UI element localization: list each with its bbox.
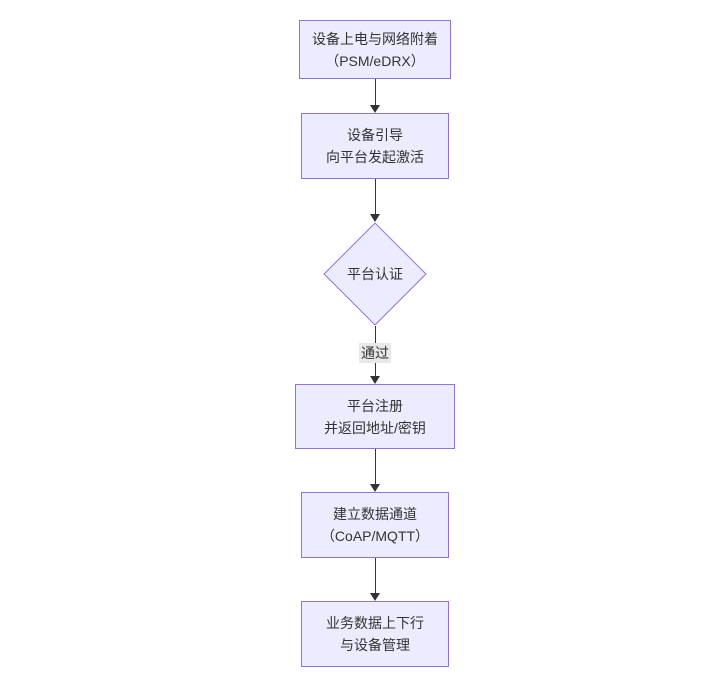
node-text-line: （PSM/eDRX）	[325, 52, 425, 69]
node-text-line: 与设备管理	[340, 637, 410, 653]
arrowhead-down-icon	[370, 484, 380, 492]
arrow-bootstrap-to-auth	[370, 179, 380, 222]
node-text-line: 设备上电与网络附着	[312, 30, 438, 47]
arrow-shaft	[374, 449, 376, 486]
node-device-bootstrap-activate: 设备引导 向平台发起激活	[301, 113, 449, 179]
node-text-line: 向平台发起激活	[326, 149, 424, 165]
node-platform-register: 平台注册 并返回地址/密钥	[295, 384, 455, 449]
arrow-register-to-channel	[370, 449, 380, 492]
edge-label-pass: 通过	[359, 343, 391, 363]
node-text-line: （CoAP/MQTT）	[320, 528, 430, 544]
arrow-power-to-bootstrap	[370, 79, 380, 113]
node-business-data-device-mgmt: 业务数据上下行 与设备管理	[301, 601, 449, 667]
node-text-line: 建立数据通道	[333, 506, 417, 522]
node-text-line: 设备引导	[347, 127, 403, 143]
decision-platform-auth: 平台认证	[323, 222, 427, 326]
arrow-channel-to-business	[370, 558, 380, 601]
node-text-line: 并返回地址/密钥	[324, 419, 426, 436]
node-text-line: 平台认证	[347, 266, 403, 282]
node-text-line: 业务数据上下行	[326, 615, 424, 631]
arrow-shaft	[374, 179, 376, 216]
arrowhead-down-icon	[370, 214, 380, 222]
arrowhead-down-icon	[370, 105, 380, 113]
node-text-line: 平台注册	[347, 397, 403, 414]
arrow-shaft	[374, 79, 376, 107]
node-data-channel: 建立数据通道 （CoAP/MQTT）	[301, 492, 449, 558]
node-device-power-network-attach: 设备上电与网络附着 （PSM/eDRX）	[299, 20, 451, 79]
arrowhead-down-icon	[370, 593, 380, 601]
arrow-shaft	[374, 558, 376, 595]
arrowhead-down-icon	[370, 376, 380, 384]
